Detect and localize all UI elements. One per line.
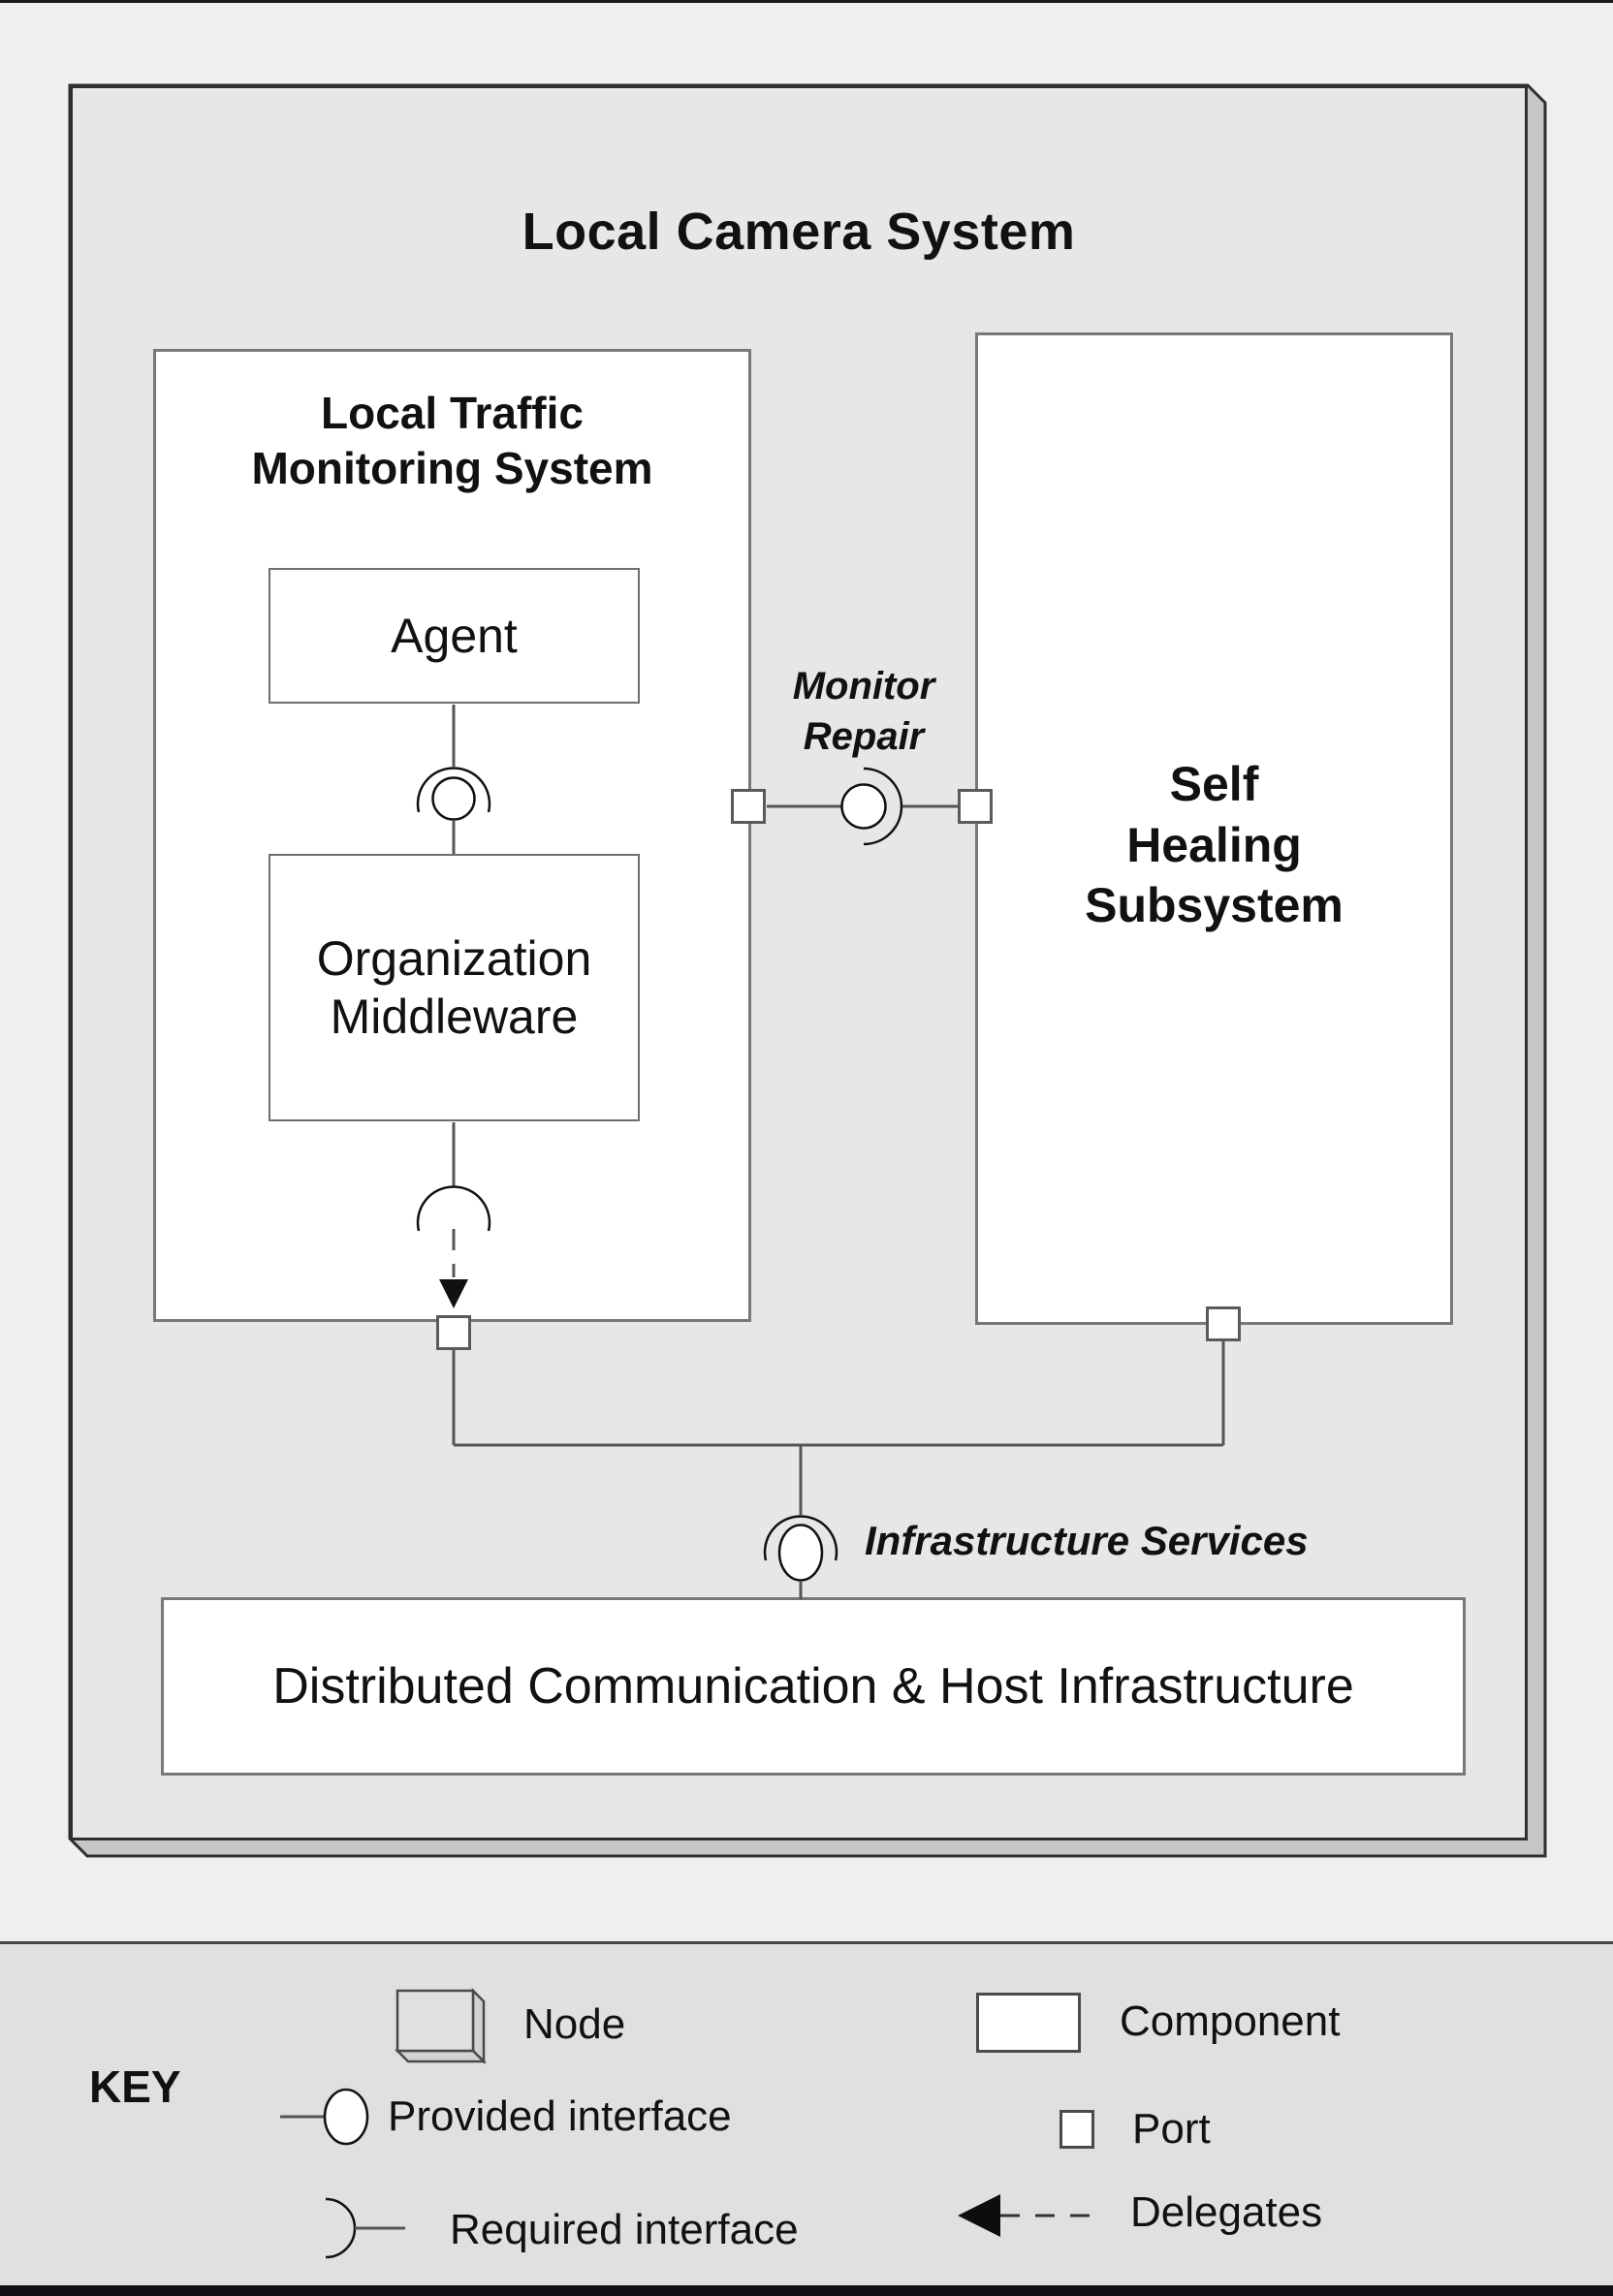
- shs-title: Self Healing Subsystem: [975, 754, 1453, 936]
- infrastructure-connector: [452, 1341, 1225, 1599]
- shs-line1: Self: [1169, 757, 1259, 811]
- required-interface-icon: [416, 1185, 491, 1232]
- ltms-title: Local Traffic Monitoring System: [153, 386, 751, 496]
- top-rule: [0, 0, 1613, 3]
- component-icon: [976, 1993, 1081, 2053]
- dchi-label: Distributed Communication & Host Infrast…: [272, 1658, 1354, 1714]
- monitor-label-line2: Repair: [803, 715, 925, 758]
- bottom-rule: [0, 2285, 1613, 2296]
- port-icon: [1060, 2110, 1094, 2149]
- shs-line3: Subsystem: [1085, 878, 1344, 932]
- provided-interface-icon: [431, 776, 476, 821]
- key-label-port: Port: [1132, 2105, 1211, 2153]
- delegates-arrow-icon: [439, 1279, 468, 1308]
- component-distributed-communication-host-infrastructure: Distributed Communication & Host Infrast…: [161, 1597, 1466, 1776]
- required-interface-icon: [863, 767, 903, 846]
- provided-interface-icon: [777, 1524, 824, 1582]
- key-legend: [0, 1941, 1613, 2286]
- agent-middleware-connector: [416, 705, 491, 854]
- key-label-delegates: Delegates: [1130, 2188, 1323, 2236]
- provided-interface-icon: [280, 2088, 369, 2146]
- component-agent: Agent: [269, 568, 640, 704]
- infrastructure-services-label: Infrastructure Services: [865, 1518, 1309, 1563]
- port-shs-bottom: [1206, 1306, 1241, 1341]
- key-label-node: Node: [523, 2000, 626, 2048]
- ltms-title-line1: Local Traffic: [321, 388, 584, 438]
- component-organization-middleware: Organization Middleware: [269, 854, 640, 1121]
- monitor-repair-label: Monitor Repair: [767, 661, 961, 762]
- node-title: Local Camera System: [522, 203, 1076, 261]
- port-ltms-right: [731, 789, 766, 824]
- shs-line2: Healing: [1126, 817, 1302, 872]
- ltms-title-line2: Monitoring System: [251, 443, 653, 494]
- middleware-delegation-connector: [416, 1122, 491, 1308]
- port-shs-left: [958, 789, 993, 824]
- key-label-component: Component: [1120, 1997, 1341, 2045]
- key-title: KEY: [89, 2061, 181, 2112]
- required-interface-icon: [325, 2197, 405, 2259]
- key-label-required-interface: Required interface: [450, 2206, 799, 2253]
- delegates-arrow-icon: [958, 2194, 1099, 2237]
- agent-label: Agent: [391, 609, 518, 663]
- monitor-repair-connector: [767, 767, 958, 846]
- monitor-label-line1: Monitor: [792, 665, 935, 708]
- middleware-label: Organization Middleware: [317, 929, 592, 1046]
- middleware-line2: Middleware: [330, 990, 579, 1044]
- required-interface-icon: [763, 1515, 838, 1561]
- middleware-line1: Organization: [316, 931, 592, 986]
- required-interface-icon: [416, 767, 491, 813]
- key-label-provided-interface: Provided interface: [388, 2092, 732, 2140]
- component-self-healing-subsystem: [975, 332, 1453, 1325]
- node-icon: [394, 1987, 488, 2065]
- port-ltms-bottom: [436, 1315, 471, 1350]
- provided-interface-icon: [840, 783, 887, 830]
